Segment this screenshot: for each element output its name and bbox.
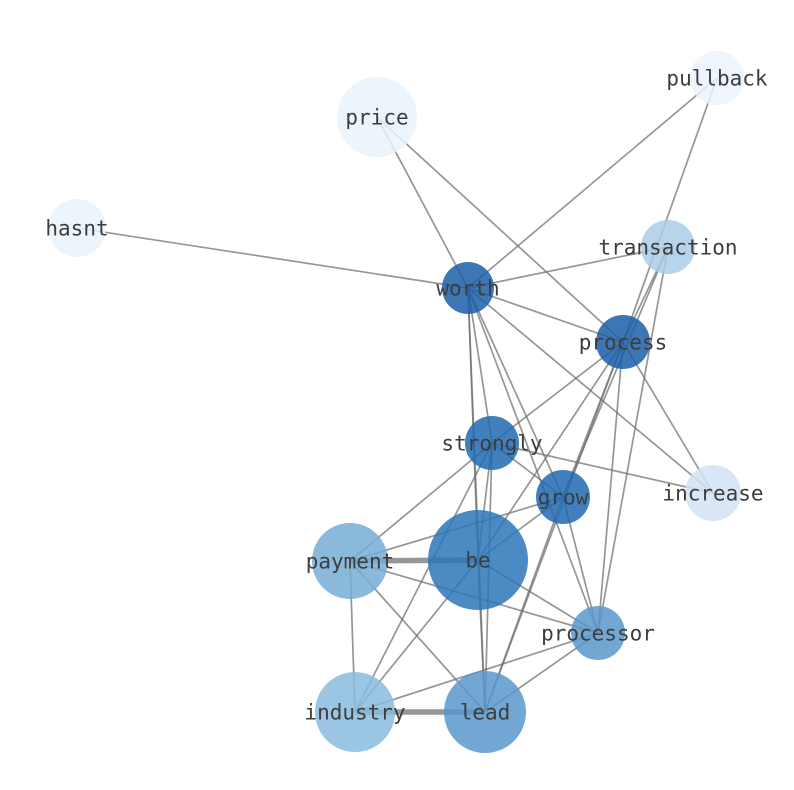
edge-transaction-worth <box>467 246 669 289</box>
edge-process-strongly <box>491 341 624 444</box>
node-price <box>337 77 417 157</box>
edge-process-processor <box>597 341 624 634</box>
node-increase <box>685 465 741 521</box>
node-pullback <box>690 51 744 105</box>
node-processor <box>571 606 625 660</box>
node-grow <box>536 470 590 524</box>
edge-price-process <box>376 116 624 343</box>
edge-process-increase <box>622 341 714 494</box>
node-lead <box>444 671 526 753</box>
node-process <box>596 315 650 369</box>
edge-strongly-increase <box>491 442 714 494</box>
edge-pullback-worth <box>467 77 718 289</box>
node-transaction <box>641 220 695 274</box>
node-strongly <box>465 416 519 470</box>
labels-layer: pullbackpricehasnttransactionworthproces… <box>45 66 768 724</box>
edge-worth-grow <box>467 287 564 498</box>
edges-layer <box>76 77 718 715</box>
edge-worth-process <box>467 287 624 343</box>
node-be <box>428 510 528 610</box>
edge-pullback-process <box>622 77 718 343</box>
node-hasnt <box>48 199 106 257</box>
edge-transaction-processor <box>597 246 669 634</box>
edge-hasnt-worth <box>76 227 469 289</box>
node-industry <box>315 672 395 752</box>
edge-strongly-industry <box>354 442 493 713</box>
nodes-layer <box>48 51 744 753</box>
node-worth <box>442 262 494 314</box>
node-payment <box>312 523 388 599</box>
edge-worth-processor <box>467 287 599 634</box>
